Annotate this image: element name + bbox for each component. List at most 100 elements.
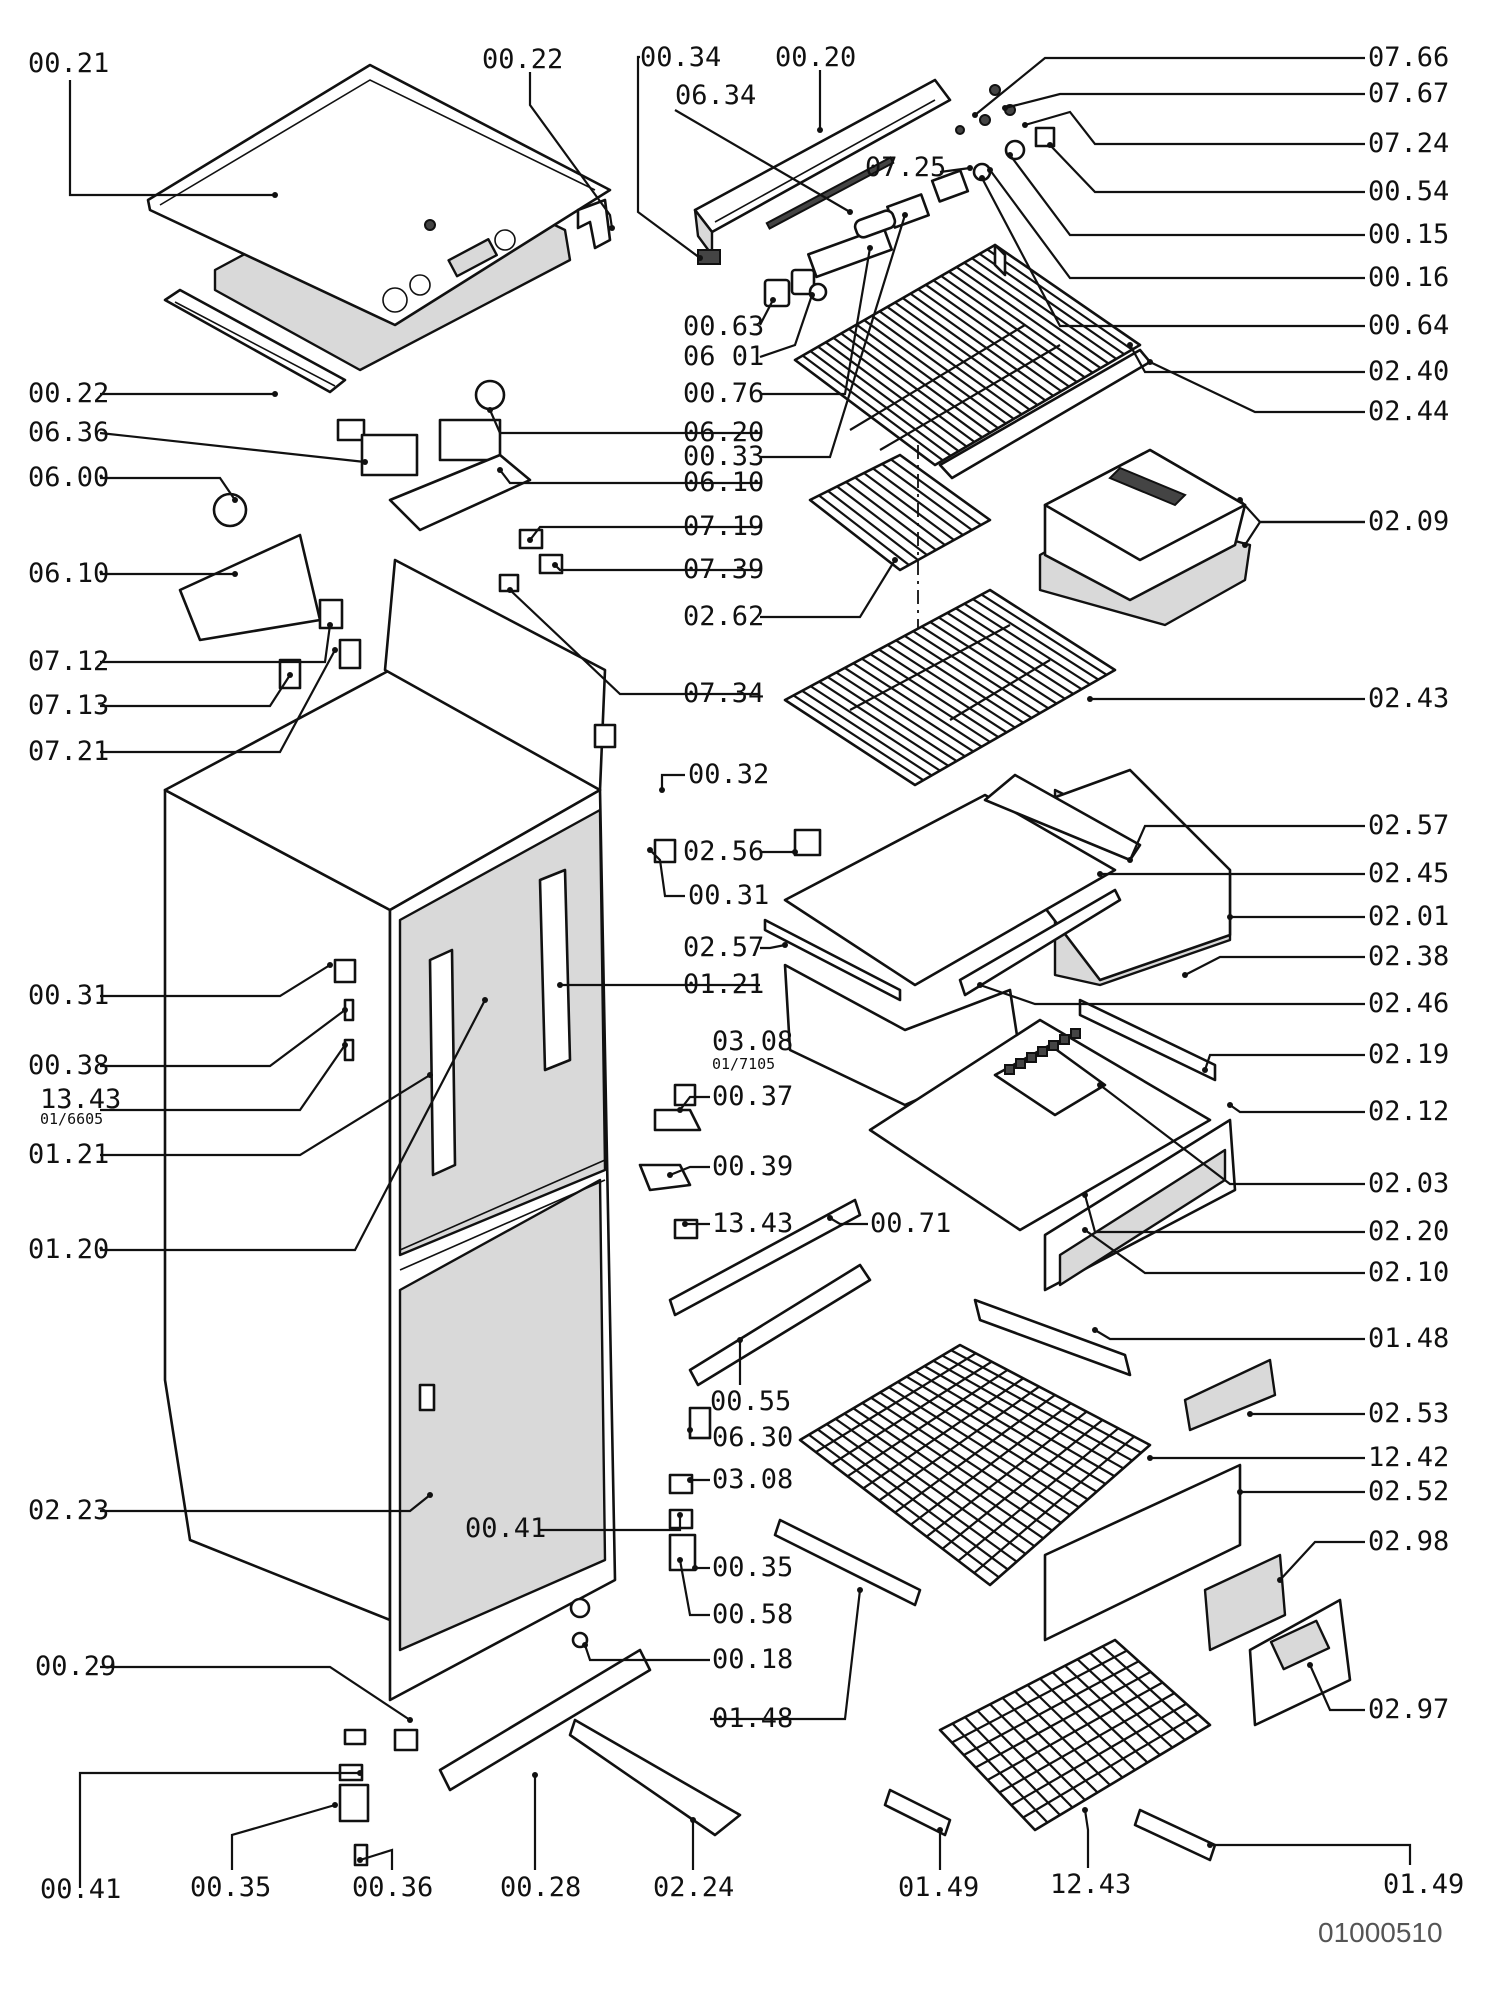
leader-line bbox=[100, 999, 486, 1252]
label-01-21-left: 01.21 bbox=[28, 1139, 109, 1170]
label-00-29: 00.29 bbox=[35, 1651, 116, 1682]
shelf-wire bbox=[917, 288, 1062, 393]
label-13-43-left-code: 01/6605 bbox=[40, 1110, 103, 1128]
shelf-wire bbox=[878, 310, 1023, 416]
leader-line bbox=[1094, 1329, 1365, 1341]
leader-dot bbox=[332, 1802, 338, 1808]
shelf-wire bbox=[894, 301, 1039, 406]
label-00-16: 00.16 bbox=[1368, 262, 1449, 293]
leader-dot bbox=[937, 1827, 943, 1833]
shelf-wire bbox=[925, 283, 1070, 388]
ice-cell bbox=[1026, 1052, 1037, 1063]
leader-dot bbox=[967, 165, 973, 171]
ice-tray-and-shelf bbox=[868, 1018, 1212, 1232]
leader-dot bbox=[327, 622, 333, 628]
leader-dot bbox=[427, 1072, 433, 1078]
leader-dot bbox=[342, 1042, 348, 1048]
label-02-97: 02.97 bbox=[1368, 1694, 1449, 1725]
drawer-wire bbox=[894, 1394, 1056, 1514]
label-00-38: 00.38 bbox=[28, 1050, 109, 1081]
label-06-01: 06 01 bbox=[683, 341, 764, 372]
leader-dot bbox=[272, 192, 278, 198]
upper-wire-shelf bbox=[793, 243, 1152, 480]
label-02-12: 02.12 bbox=[1368, 1096, 1449, 1127]
leader-dot bbox=[1147, 1455, 1153, 1461]
leader-dot bbox=[1097, 871, 1103, 877]
leader-line bbox=[759, 294, 814, 359]
control-buttons bbox=[763, 193, 930, 308]
leader-line bbox=[636, 55, 701, 259]
leader-dot bbox=[687, 1427, 693, 1433]
leader-line bbox=[1308, 1664, 1365, 1712]
label-00-41-center: 00.41 bbox=[465, 1513, 546, 1544]
label-07-39: 07.39 bbox=[683, 554, 764, 585]
label-02-56: 02.56 bbox=[683, 836, 764, 867]
label-03-08-upper: 03.08 bbox=[712, 1026, 793, 1057]
label-01-20: 01.20 bbox=[28, 1234, 109, 1265]
leader-line bbox=[1084, 1229, 1365, 1275]
leader-line bbox=[583, 1644, 710, 1662]
cabinet-body bbox=[163, 558, 617, 1702]
label-02-53: 02.53 bbox=[1368, 1398, 1449, 1429]
shelf-wire bbox=[836, 485, 928, 556]
shelf-wire bbox=[825, 341, 968, 448]
leader-dot bbox=[1227, 914, 1233, 920]
leader-dot bbox=[1002, 105, 1008, 111]
main-wire-shelf bbox=[783, 588, 1117, 787]
shelf-wire bbox=[971, 257, 1117, 360]
leader-dot bbox=[507, 587, 513, 593]
leader-line bbox=[989, 169, 1365, 280]
leader-dot bbox=[497, 467, 503, 473]
leader-dot bbox=[867, 245, 873, 251]
leader-dot bbox=[667, 1172, 673, 1178]
label-03-08-upper-code: 01/7105 bbox=[712, 1055, 775, 1073]
leader-dot bbox=[737, 1337, 743, 1343]
leader-dot bbox=[1007, 152, 1013, 158]
leader-line bbox=[359, 1848, 394, 1870]
leader-line bbox=[100, 1074, 431, 1157]
ice-cell bbox=[1004, 1064, 1015, 1075]
leader-line bbox=[1099, 1084, 1365, 1186]
leader-dot bbox=[232, 571, 238, 577]
leader-dot bbox=[557, 982, 563, 988]
leader-dot bbox=[809, 292, 815, 298]
leader-dot bbox=[687, 1477, 693, 1483]
shelf-wire bbox=[863, 472, 955, 541]
shelf-wire bbox=[886, 644, 1016, 729]
leader-line bbox=[1229, 1104, 1365, 1114]
shelf-wire bbox=[878, 648, 1008, 734]
lamp-components bbox=[930, 84, 1056, 203]
leader-dot bbox=[987, 167, 993, 173]
leader-line bbox=[1009, 154, 1365, 237]
leader-dot bbox=[682, 1221, 688, 1227]
shelf-wire bbox=[818, 680, 949, 767]
label-00-64: 00.64 bbox=[1368, 310, 1449, 341]
leader-line bbox=[710, 1589, 862, 1721]
leader-dot bbox=[690, 1817, 696, 1823]
label-01-48-center: 01.48 bbox=[712, 1703, 793, 1734]
leader-line bbox=[760, 559, 896, 619]
shelf-wire bbox=[972, 598, 1099, 681]
drawer-wire bbox=[986, 1681, 1164, 1781]
label-03-08-lower: 03.08 bbox=[712, 1464, 793, 1495]
shelf-wire bbox=[986, 248, 1133, 351]
leader-dot bbox=[357, 1770, 363, 1776]
shelf-wire bbox=[861, 657, 991, 743]
label-00-63: 00.63 bbox=[683, 311, 764, 342]
shelf-wire bbox=[912, 630, 1041, 715]
shelf-wire bbox=[852, 662, 983, 748]
shelf-wire bbox=[963, 261, 1110, 365]
shelf-wire bbox=[955, 266, 1102, 369]
label-00-32: 00.32 bbox=[688, 759, 769, 790]
label-13-43-center: 13.43 bbox=[712, 1208, 793, 1239]
leader-line bbox=[1129, 344, 1365, 374]
leader-line bbox=[499, 469, 760, 485]
drawer-wire bbox=[951, 1649, 1128, 1744]
leader-dot bbox=[892, 557, 898, 563]
leader-lines bbox=[68, 55, 1412, 1888]
label-02-46: 02.46 bbox=[1368, 988, 1449, 1019]
ice-cell bbox=[1015, 1058, 1026, 1069]
leader-dot bbox=[1242, 542, 1248, 548]
leader-line bbox=[528, 72, 614, 229]
leader-line bbox=[488, 409, 760, 435]
